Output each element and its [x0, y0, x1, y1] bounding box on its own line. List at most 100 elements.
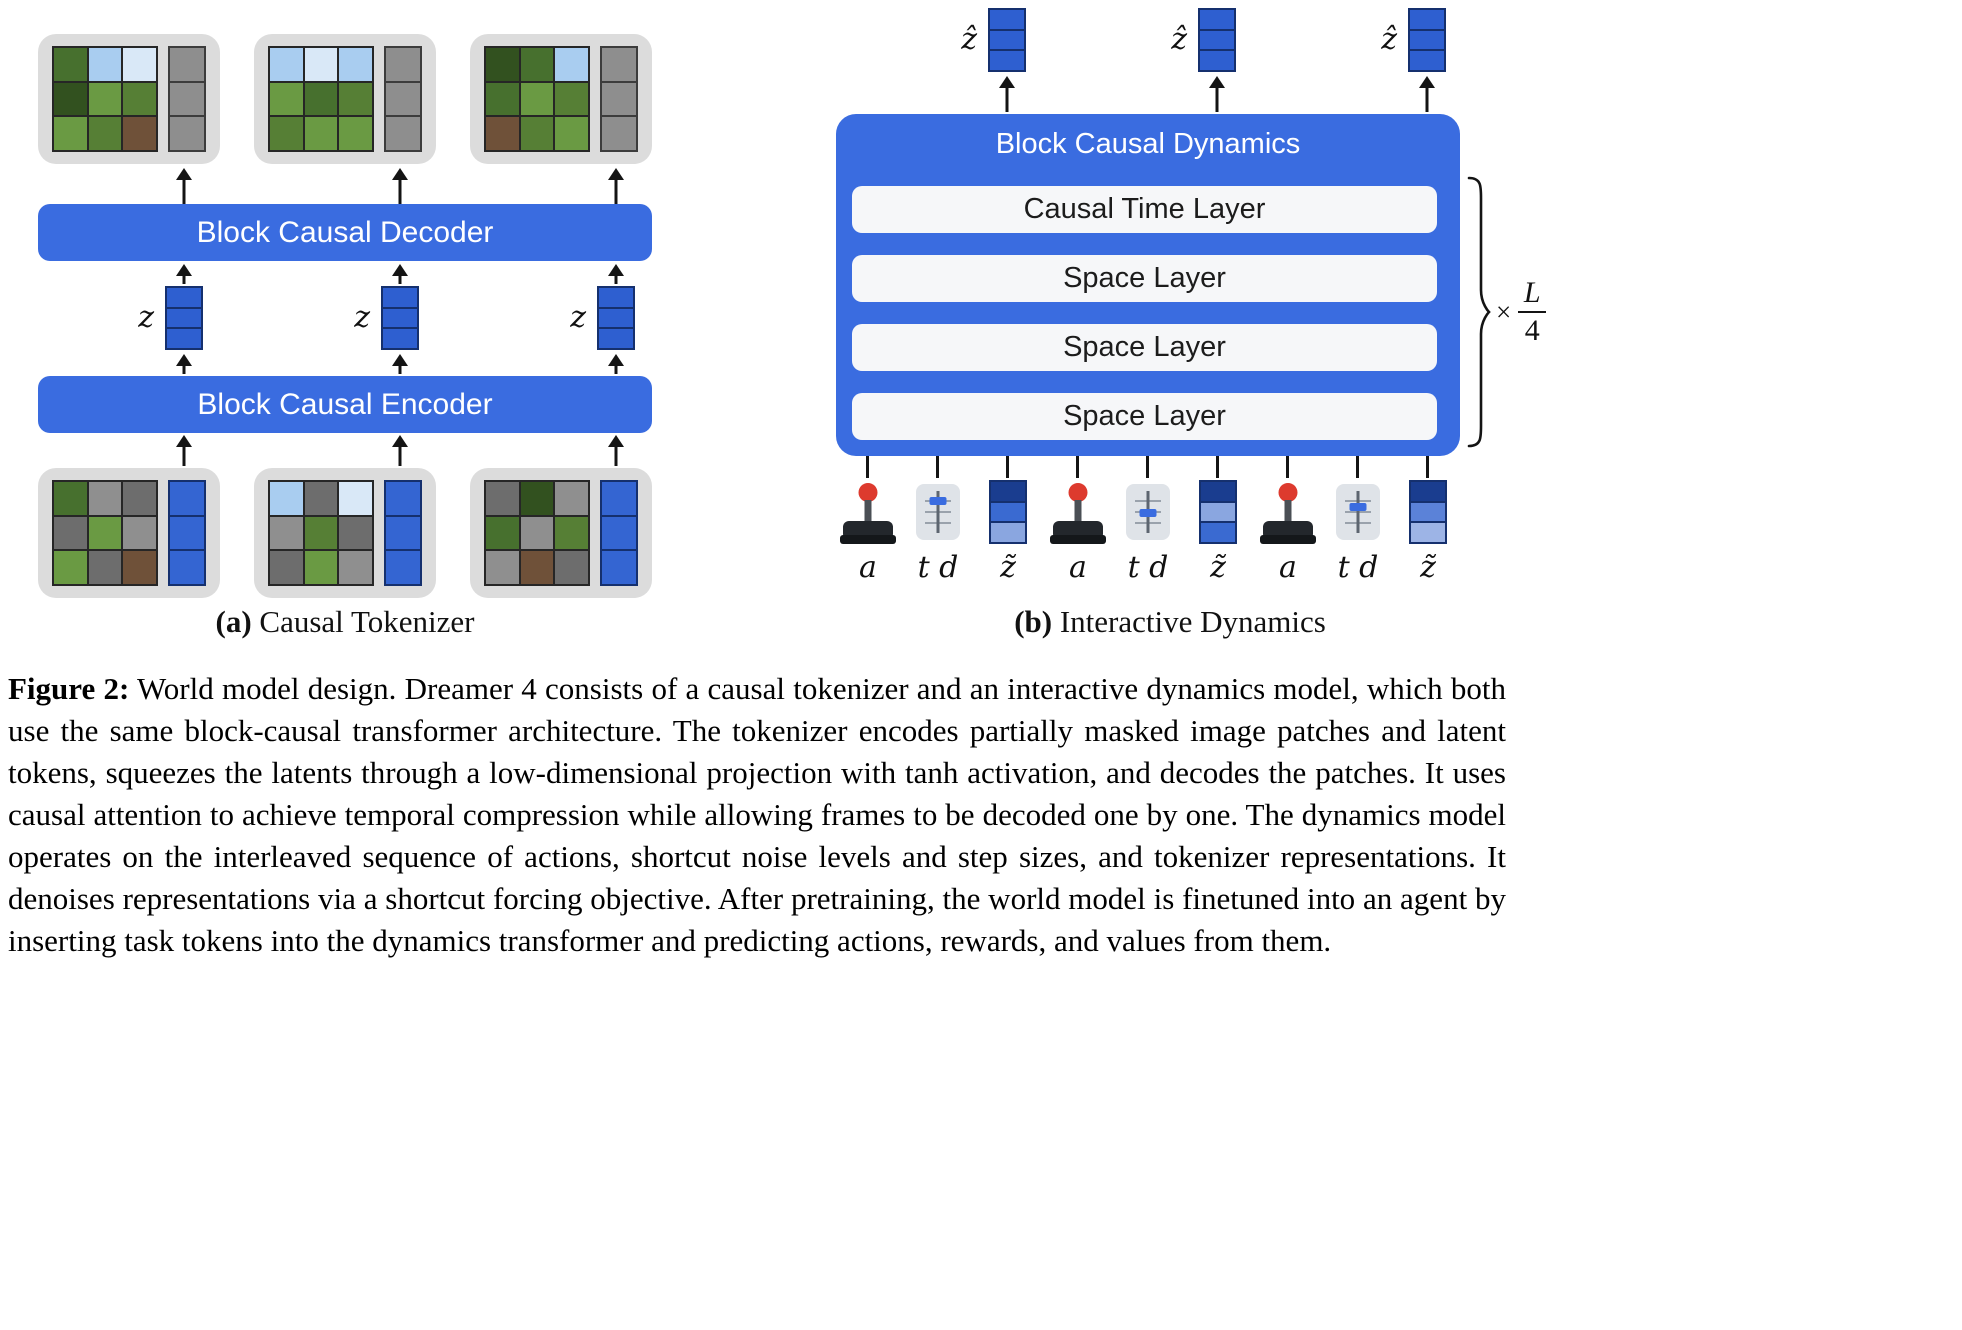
- patch-leafdark: [486, 48, 519, 81]
- patch-grassdark: [88, 117, 122, 150]
- fraction-numerator: L: [1523, 275, 1541, 309]
- encoder-label: Block Causal Encoder: [197, 387, 493, 421]
- joystick-base: [1053, 521, 1103, 536]
- connector-line: [1356, 456, 1359, 478]
- time-step-label: t d: [1127, 550, 1169, 585]
- connector-line: [1426, 456, 1429, 478]
- token-cell: [991, 523, 1025, 542]
- decoded-frame-3: [470, 34, 652, 164]
- noisy-latent-label: z̃: [1210, 550, 1226, 585]
- caption-a-text: Causal Tokenizer: [259, 604, 475, 639]
- patch-cloud: [123, 48, 156, 81]
- token-cell: [383, 308, 417, 328]
- token-cell: [990, 30, 1024, 50]
- slider-track: [1356, 491, 1360, 533]
- patch-grass: [339, 117, 372, 150]
- output-zhat-label: ẑ: [1381, 22, 1397, 57]
- layer-causal-time: Causal Time Layer: [852, 186, 1437, 233]
- arrow-up-icon: [175, 354, 193, 374]
- patch-grassdark: [520, 117, 554, 150]
- latent-z-label: z: [570, 300, 586, 335]
- fraction-denominator: 4: [1524, 314, 1540, 348]
- connector-line: [1286, 456, 1289, 478]
- patch-leaf: [54, 48, 87, 81]
- repeat-brace: [1467, 176, 1491, 448]
- token-stack-gray: [168, 46, 206, 152]
- patch-sky: [88, 48, 122, 81]
- token-cell: [170, 48, 204, 81]
- patch-mask: [270, 516, 303, 550]
- arrow-up-icon: [607, 435, 625, 466]
- token-cell: [167, 329, 201, 348]
- action-label: a: [859, 550, 877, 585]
- output-token-stack: [1198, 8, 1236, 72]
- slider-track: [936, 491, 940, 533]
- token-cell: [602, 516, 636, 550]
- times-symbol: ×: [1496, 296, 1512, 327]
- output-zhat-label: ẑ: [961, 22, 977, 57]
- patch-grid: [268, 46, 374, 152]
- masked-patch-grid: [484, 480, 590, 586]
- caption-b-label: (b): [1014, 604, 1053, 639]
- fraction-bar: [1518, 310, 1547, 314]
- output-zhat-label: ẑ: [1171, 22, 1187, 57]
- latent-token-stack: [597, 286, 635, 350]
- patch-maskdark: [88, 551, 122, 584]
- arrow-up-icon: [607, 168, 625, 204]
- output-token-stack: [988, 8, 1026, 72]
- token-stack-gray: [600, 46, 638, 152]
- time-step-label: t d: [917, 550, 959, 585]
- layer-space-2: Space Layer: [852, 324, 1437, 371]
- arrow-up-icon: [1418, 76, 1436, 112]
- latent-z-label: z: [354, 300, 370, 335]
- patch-grass: [555, 117, 588, 150]
- patch-dirt: [486, 117, 519, 150]
- token-cell: [1201, 482, 1235, 501]
- slider-knob: [929, 497, 947, 505]
- arrow-up-icon: [391, 264, 409, 284]
- slider-icon: [916, 484, 960, 540]
- connector-line: [1146, 456, 1149, 478]
- figure-caption-label: Figure 2:: [8, 671, 130, 706]
- token-cell: [170, 551, 204, 584]
- joystick-base: [843, 521, 893, 536]
- masked-frame-3: [470, 468, 652, 598]
- patch-grassdark: [339, 82, 372, 116]
- patch-grass: [88, 82, 122, 116]
- patch-mask: [486, 551, 519, 584]
- arrow-up-icon: [175, 435, 193, 466]
- connector-line: [936, 456, 939, 478]
- arrow-up-icon: [391, 354, 409, 374]
- slider-icon: [1336, 484, 1380, 540]
- patch-maskdark: [304, 482, 338, 515]
- dynamics-title: Block Causal Dynamics: [995, 128, 1301, 160]
- patch-leafdark: [520, 482, 554, 515]
- block-causal-encoder-bar: Block Causal Encoder: [38, 376, 652, 433]
- token-cell: [599, 308, 633, 328]
- slider-knob: [1139, 509, 1157, 517]
- patch-sky: [270, 48, 303, 81]
- token-cell: [602, 117, 636, 150]
- arrow-up-icon: [391, 435, 409, 466]
- patch-dirt: [520, 551, 554, 584]
- patch-dirt: [123, 117, 156, 150]
- patch-grass: [520, 82, 554, 116]
- token-cell: [1200, 51, 1234, 70]
- token-cell: [1410, 51, 1444, 70]
- connector-line: [1216, 456, 1219, 478]
- joystick-base: [1263, 521, 1313, 536]
- token-cell: [1411, 502, 1445, 522]
- decoded-frame-2: [254, 34, 436, 164]
- token-cell: [602, 482, 636, 515]
- token-cell: [599, 329, 633, 348]
- patch-grid: [52, 46, 158, 152]
- decoded-frame-1: [38, 34, 220, 164]
- patch-mask: [88, 482, 122, 515]
- action-label: a: [1279, 550, 1297, 585]
- caption-b-text: Interactive Dynamics: [1059, 604, 1326, 639]
- arrow-up-icon: [607, 354, 625, 374]
- caption-b: (b) Interactive Dynamics: [850, 604, 1490, 640]
- noisy-latent-label: z̃: [1420, 550, 1436, 585]
- token-cell: [386, 48, 420, 81]
- patch-mask: [555, 482, 588, 515]
